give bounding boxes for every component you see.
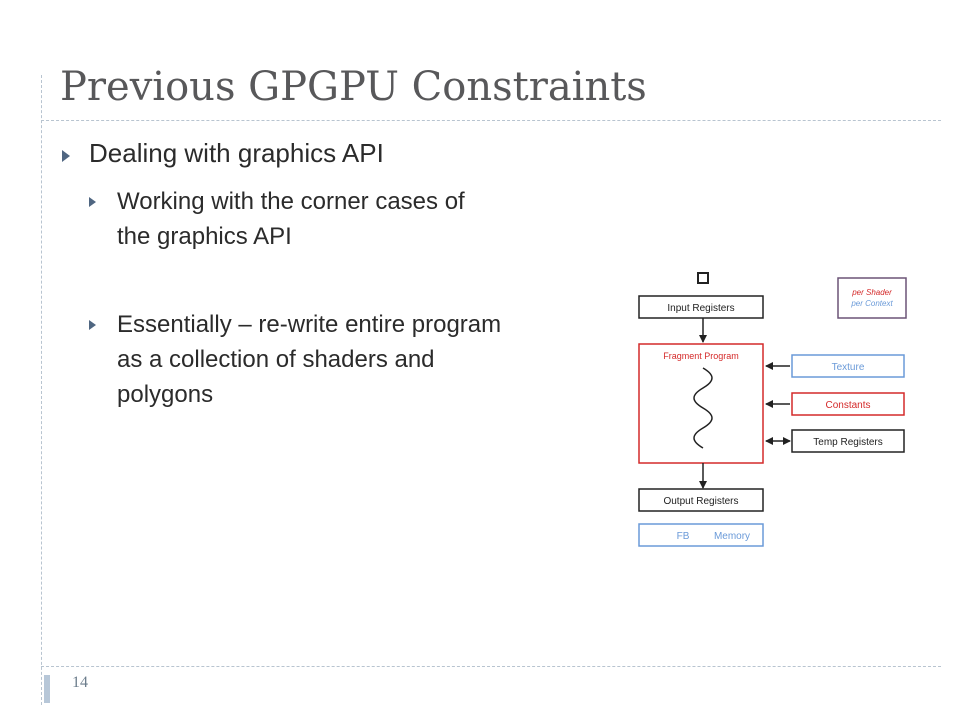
legend-box [837, 277, 907, 319]
slide-title: Previous GPGPU Constraints [60, 64, 647, 110]
memory-label: Memory [714, 531, 750, 542]
sub-bullet-1: Working with the corner cases of the gra… [117, 184, 587, 254]
left-guide-line [41, 75, 42, 705]
fragment-pipeline-diagram: Input Registers Fragment Program Output … [638, 272, 907, 547]
footer-marker [44, 675, 50, 703]
bullet-arrow-icon [89, 320, 96, 330]
sub-bullet-2-line1: Essentially – re-write entire program [117, 311, 502, 338]
sub-bullet-2-line2: as a collection of shaders and [117, 346, 435, 373]
vertex-square-icon [697, 272, 709, 284]
input-registers-label: Input Registers [667, 303, 734, 314]
constants-box [791, 392, 905, 416]
bullet-arrow-icon [89, 197, 96, 207]
temp-registers-label: Temp Registers [813, 437, 882, 448]
legend-per-context: per Context [850, 299, 893, 308]
sub-bullet-2: Essentially – re-write entire program as… [117, 307, 587, 412]
output-registers-label: Output Registers [663, 496, 738, 507]
temp-registers-box [791, 429, 905, 453]
fragment-program-box [638, 343, 764, 464]
input-registers-box [638, 295, 764, 319]
fb-memory-box [638, 523, 764, 547]
footer-divider [41, 666, 941, 667]
output-registers-box [638, 488, 764, 512]
page-number: 14 [72, 674, 88, 691]
fragment-program-label: Fragment Program [663, 351, 739, 361]
sub-bullet-1-line2: the graphics API [117, 223, 292, 250]
bullet-main: Dealing with graphics API [89, 138, 384, 168]
fb-label: FB [677, 531, 690, 542]
legend-per-shader: per Shader [851, 288, 892, 297]
texture-box [791, 354, 905, 378]
sub-bullet-2-line3: polygons [117, 381, 214, 408]
instruction-squiggle [693, 367, 713, 449]
constants-label: Constants [825, 400, 870, 411]
bullet-arrow-icon [62, 150, 70, 162]
title-divider [41, 120, 941, 121]
sub-bullet-1-line1: Working with the corner cases of [117, 188, 465, 215]
texture-label: Texture [832, 362, 865, 373]
